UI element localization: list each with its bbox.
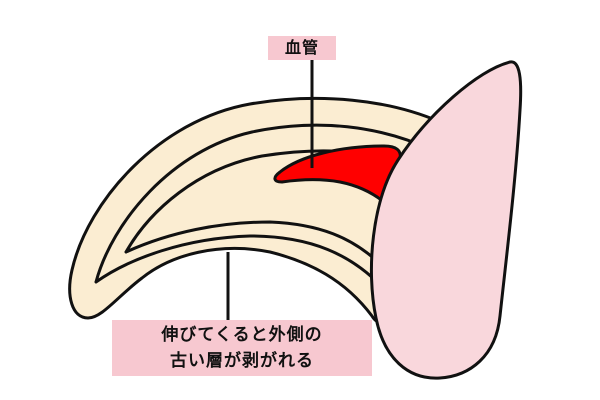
outer-layer-label-line2: 古い層が剥がれる bbox=[170, 351, 314, 371]
outer-layer-label: 伸びてくると外側の 古い層が剥がれる bbox=[112, 320, 372, 376]
claw-middle-layer bbox=[94, 123, 434, 292]
claw-base bbox=[369, 60, 523, 380]
blood-vessel-label: 血管 bbox=[268, 36, 336, 60]
outer-layer-label-line1: 伸びてくると外側の bbox=[161, 325, 323, 345]
